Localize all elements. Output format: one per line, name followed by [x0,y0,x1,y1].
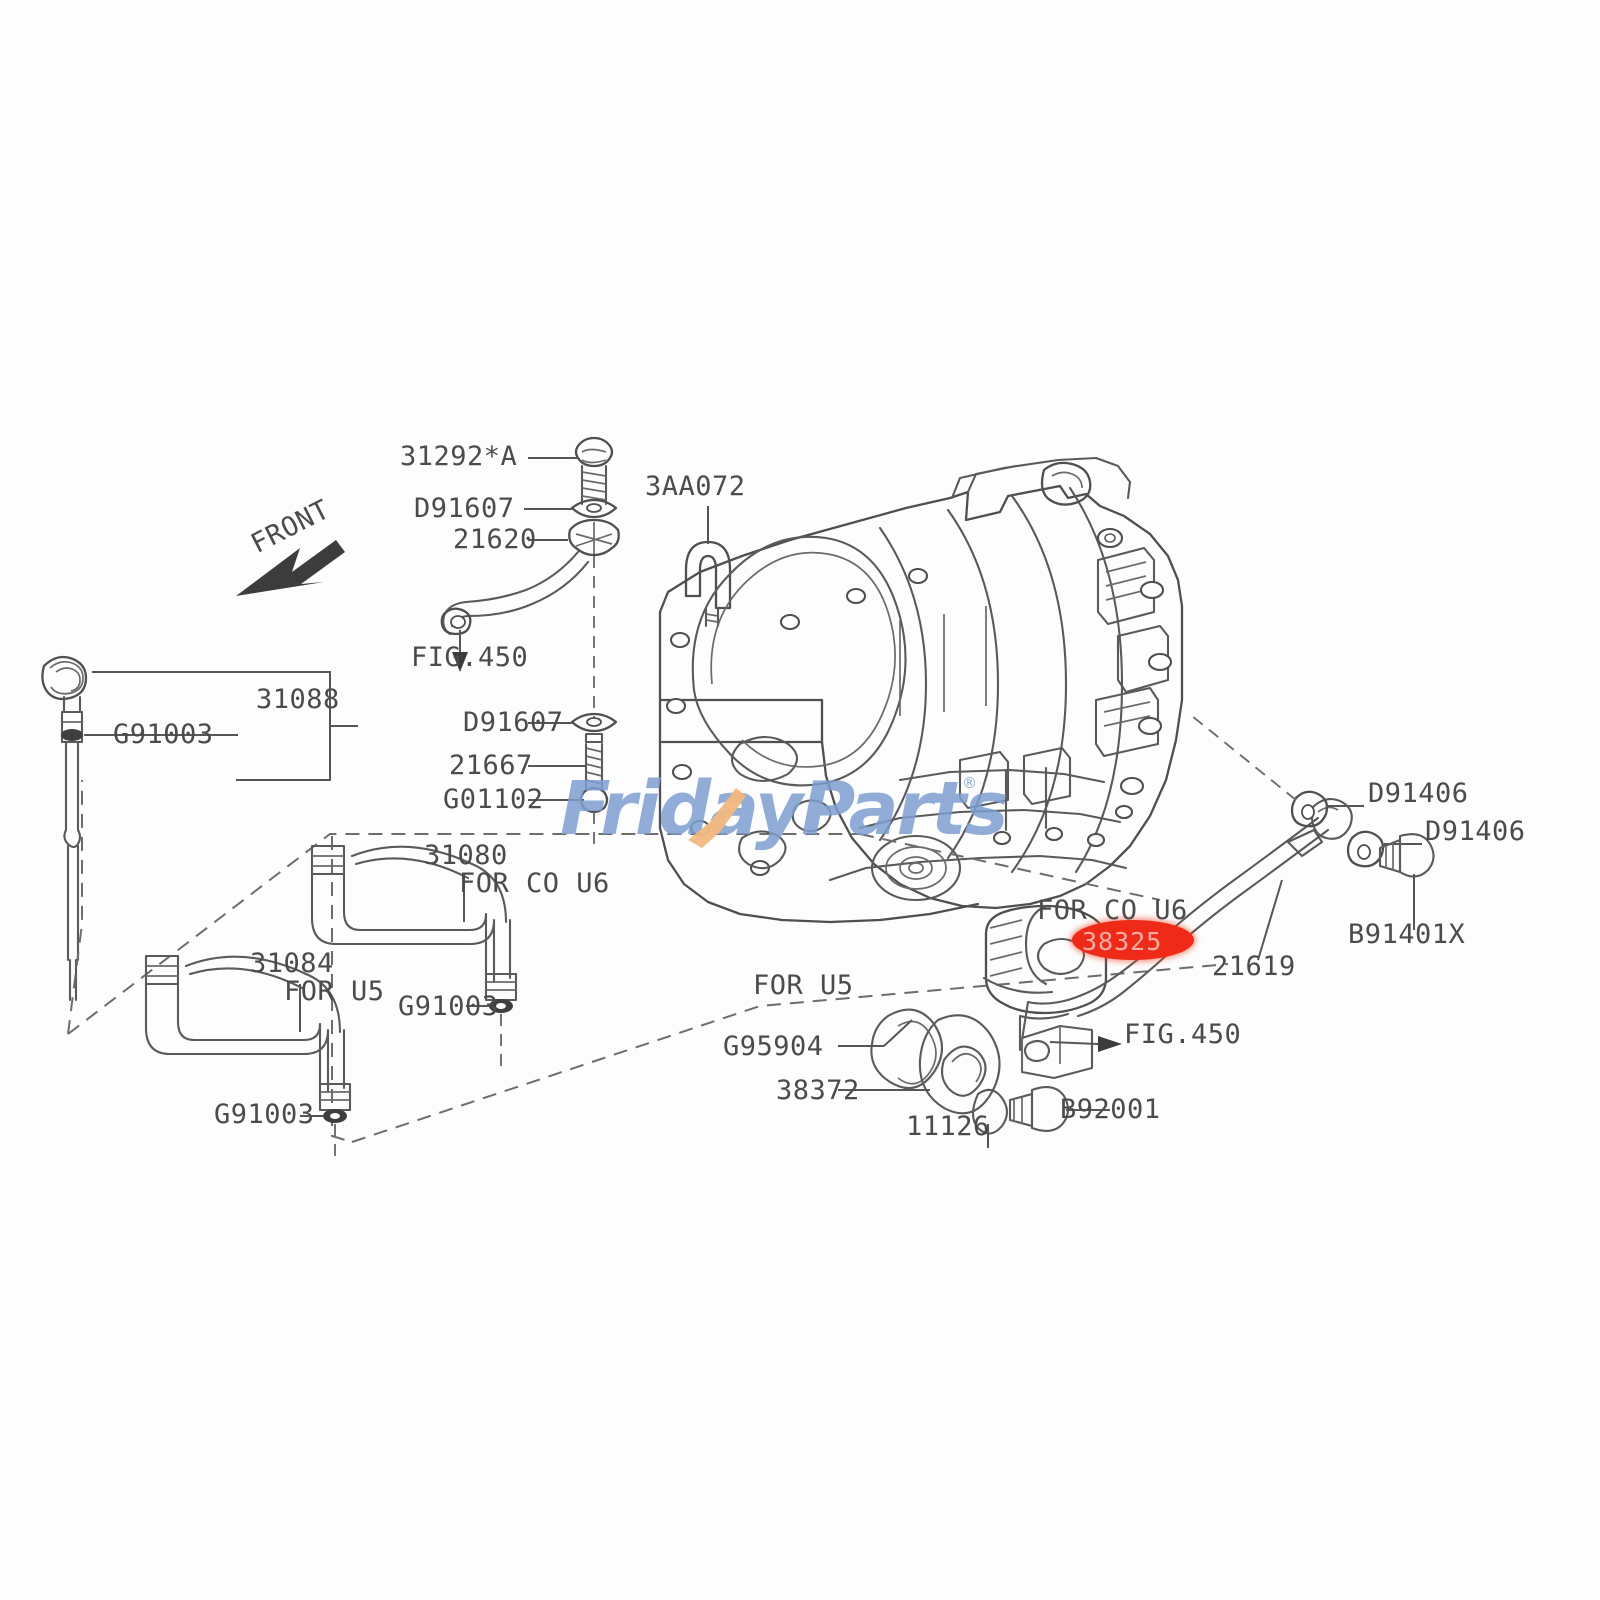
label-31088: 31088 [256,684,340,715]
oil-filter-assembly [982,904,1108,1015]
highlighted-part-number: 38325 [1082,927,1163,956]
label-31292a: 31292*A [400,441,518,472]
label-g01102: G01102 [443,784,544,815]
label-38372: 38372 [776,1075,860,1106]
label-g91003-low: G91003 [214,1099,315,1130]
clamp-3aa072 [684,506,732,628]
label-21667: 21667 [449,750,533,781]
label-d91406-top: D91406 [1368,778,1469,809]
hose-31080 [310,844,518,1072]
label-31080: 31080 [424,840,508,871]
label-for-co-u6-filter: FOR CO U6 [1037,895,1188,926]
label-g91003-dipstick: G91003 [113,719,214,750]
label-31084: 31084 [250,948,334,979]
label-11126: 11126 [906,1111,990,1142]
label-d91406-bot: D91406 [1425,816,1526,847]
highlighted-part-number-oval[interactable]: 38325 [1072,920,1194,960]
label-d91607-top: D91607 [414,493,515,524]
cooler-seal-group [838,1008,1110,1148]
label-g95904: G95904 [723,1031,824,1062]
exploded-boundary-dashed [67,780,1229,1143]
fastener-group-right [1191,715,1435,930]
oil-pipe-upper [440,550,590,672]
front-direction-arrow [236,540,345,596]
label-d91607-mid: D91607 [463,707,564,738]
label-g91003-mid: G91003 [398,991,499,1022]
label-fig450-left: FIG.450 [411,642,529,673]
label-fig450-right: FIG.450 [1124,1019,1242,1050]
label-21619: 21619 [1212,951,1296,982]
hose-31084 [144,954,352,1156]
bolt-stack-lower [528,712,618,846]
dipstick-assembly [41,655,358,1002]
transmission-case [658,456,1184,924]
label-b92001: B92001 [1060,1094,1161,1125]
output-shaft-boss [870,834,962,902]
label-for-u5-filter: FOR U5 [753,970,854,1001]
label-b91401x: B91401X [1348,919,1466,950]
label-21620: 21620 [453,524,537,555]
label-31080-sub: FOR CO U6 [459,868,610,899]
label-3aa072: 3AA072 [645,471,746,502]
bolt-stack-31292a [524,436,620,724]
label-31084-sub: FOR U5 [284,976,385,1007]
